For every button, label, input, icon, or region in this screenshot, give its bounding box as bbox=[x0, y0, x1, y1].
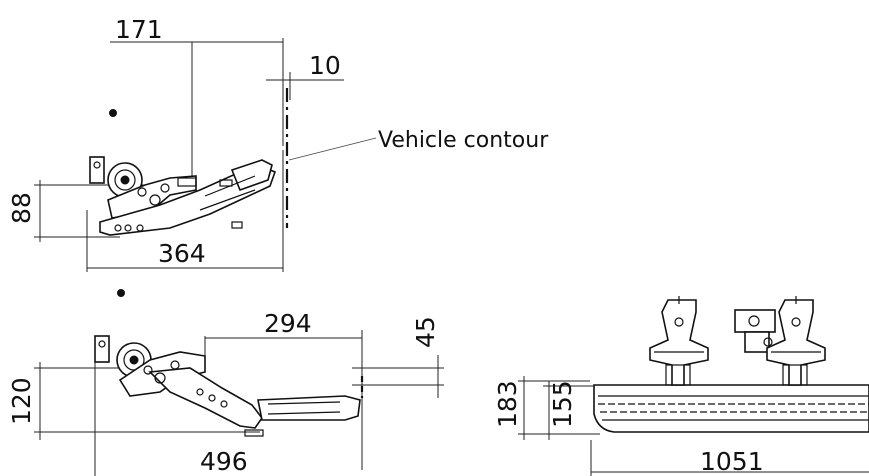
dim-496-label: 496 bbox=[200, 447, 248, 476]
dim-120-label: 120 bbox=[7, 377, 36, 425]
running-board bbox=[593, 384, 869, 433]
dim-171-label: 171 bbox=[115, 15, 163, 44]
dim-294-label: 294 bbox=[264, 309, 312, 338]
dim-496: 496 bbox=[94, 345, 248, 476]
step-mechanism-deployed bbox=[94, 335, 361, 437]
mounting-bracket-right bbox=[766, 296, 826, 386]
front-view: 183 155 1051 bbox=[493, 296, 869, 476]
dim-10: 10 bbox=[266, 51, 344, 100]
deployed-side-view: 294 45 120 496 bbox=[7, 289, 444, 476]
dim-155: 155 bbox=[543, 380, 600, 440]
vehicle-contour-label: Vehicle contour bbox=[378, 128, 549, 153]
dim-183: 183 bbox=[493, 376, 600, 440]
reference-dot-2 bbox=[117, 289, 125, 297]
dim-1051-label: 1051 bbox=[700, 447, 764, 476]
reference-dot bbox=[109, 109, 117, 117]
dim-171: 171 bbox=[110, 15, 284, 180]
dim-88-label: 88 bbox=[7, 192, 36, 224]
dim-1051: 1051 bbox=[590, 440, 869, 476]
dim-155-label: 155 bbox=[548, 380, 577, 428]
step-mechanism-retracted bbox=[89, 156, 277, 236]
dim-183-label: 183 bbox=[493, 380, 522, 428]
dim-10-label: 10 bbox=[309, 51, 341, 80]
dim-364: 364 bbox=[86, 150, 284, 272]
dim-45-label: 45 bbox=[411, 316, 440, 348]
dim-364-label: 364 bbox=[158, 239, 206, 268]
drive-motor bbox=[734, 309, 776, 353]
retracted-side-view: 171 10 Vehicle contour 88 364 bbox=[7, 15, 549, 272]
dim-294: 294 bbox=[204, 309, 362, 360]
dim-45: 45 bbox=[352, 316, 444, 398]
vehicle-contour-line: Vehicle contour bbox=[285, 88, 549, 228]
mounting-bracket-left bbox=[649, 296, 709, 386]
